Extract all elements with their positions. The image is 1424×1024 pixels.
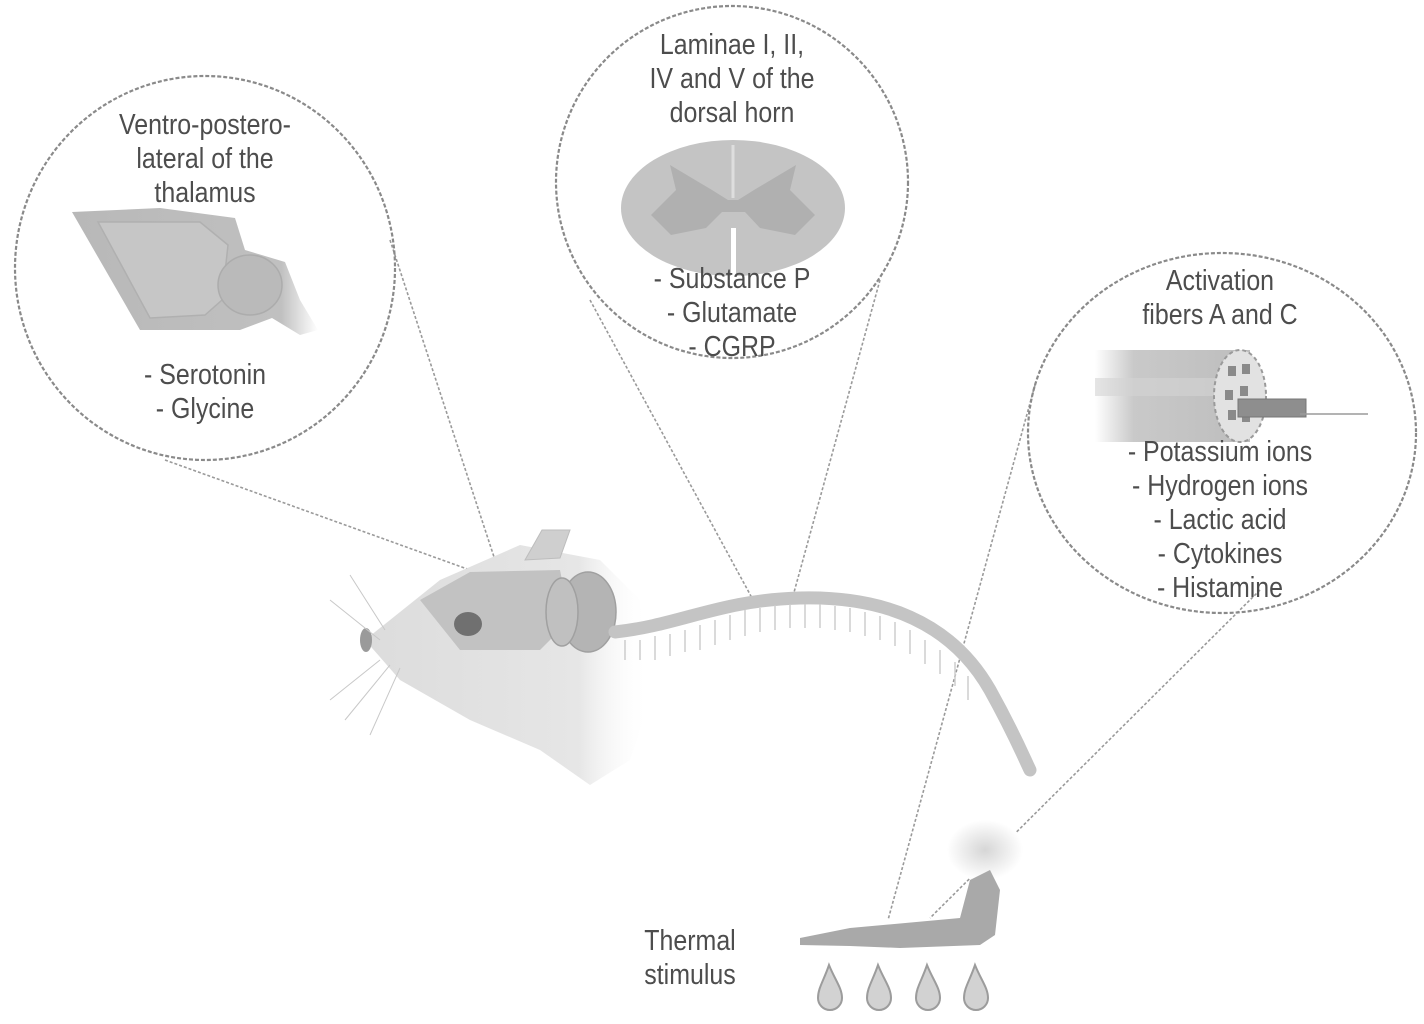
- title-line: Activation: [1165, 265, 1275, 297]
- callout-circles: [13, 4, 1418, 615]
- flame-icon: [914, 962, 942, 1011]
- thermal-stimulus-label: Thermal stimulus: [630, 924, 750, 992]
- fibers-title: Activation fibers A and C: [1091, 264, 1349, 332]
- title-line: Laminae I, II,: [659, 29, 805, 61]
- flame-icon: [865, 962, 893, 1011]
- connector-thalamus-right: [389, 239, 496, 561]
- list-item: - Lactic acid: [1153, 504, 1287, 536]
- title-line: dorsal horn: [669, 97, 795, 129]
- title-line: fibers A and C: [1142, 299, 1298, 331]
- nerve-fiber-icon: [1095, 349, 1368, 443]
- list-item: - Cytokines: [1157, 538, 1283, 570]
- list-item: - Glycine: [155, 393, 255, 425]
- label-line: stimulus: [644, 959, 736, 991]
- flame-icon: [816, 962, 844, 1011]
- flames: [816, 962, 990, 1011]
- spinal-nerves: [624, 604, 969, 700]
- knee: [947, 820, 1023, 880]
- thalamus-circle: [13, 74, 397, 462]
- connector-horn-left: [589, 299, 753, 599]
- title-line: lateral of the: [136, 143, 274, 175]
- title-line: IV and V of the: [649, 63, 815, 95]
- connector-thalamus-left: [164, 459, 471, 571]
- fibers-circle: [1026, 251, 1418, 615]
- list-item: - Serotonin: [143, 359, 266, 391]
- fibers-items: - Potassium ions - Hydrogen ions - Lacti…: [1091, 435, 1349, 605]
- title-line: Ventro-postero-: [119, 109, 291, 141]
- list-item: - Hydrogen ions: [1131, 470, 1309, 502]
- spinal-cord: [608, 591, 1037, 777]
- label-line: Thermal: [644, 925, 736, 957]
- spinal-cord-section-icon: [621, 140, 845, 276]
- title-line: thalamus: [154, 177, 256, 209]
- thalamus-title: Ventro-postero- lateral of the thalamus: [76, 108, 334, 210]
- list-item: - Histamine: [1156, 572, 1284, 604]
- list-item: - Substance P: [653, 263, 811, 295]
- brain-icon: [72, 208, 318, 335]
- list-item: - Potassium ions: [1127, 436, 1313, 468]
- dorsal-horn-items: - Substance P - Glutamate - CGRP: [603, 262, 861, 364]
- list-item: - Glutamate: [666, 297, 798, 329]
- flame-icon: [962, 962, 990, 1011]
- hind-paw: [800, 870, 1000, 948]
- dorsal-horn-title: Laminae I, II, IV and V of the dorsal ho…: [603, 28, 861, 130]
- rat-illustration: [329, 529, 1037, 948]
- dorsal-horn-circle: [554, 4, 910, 360]
- thalamus-items: - Serotonin - Glycine: [76, 358, 334, 426]
- list-item: - CGRP: [688, 331, 776, 363]
